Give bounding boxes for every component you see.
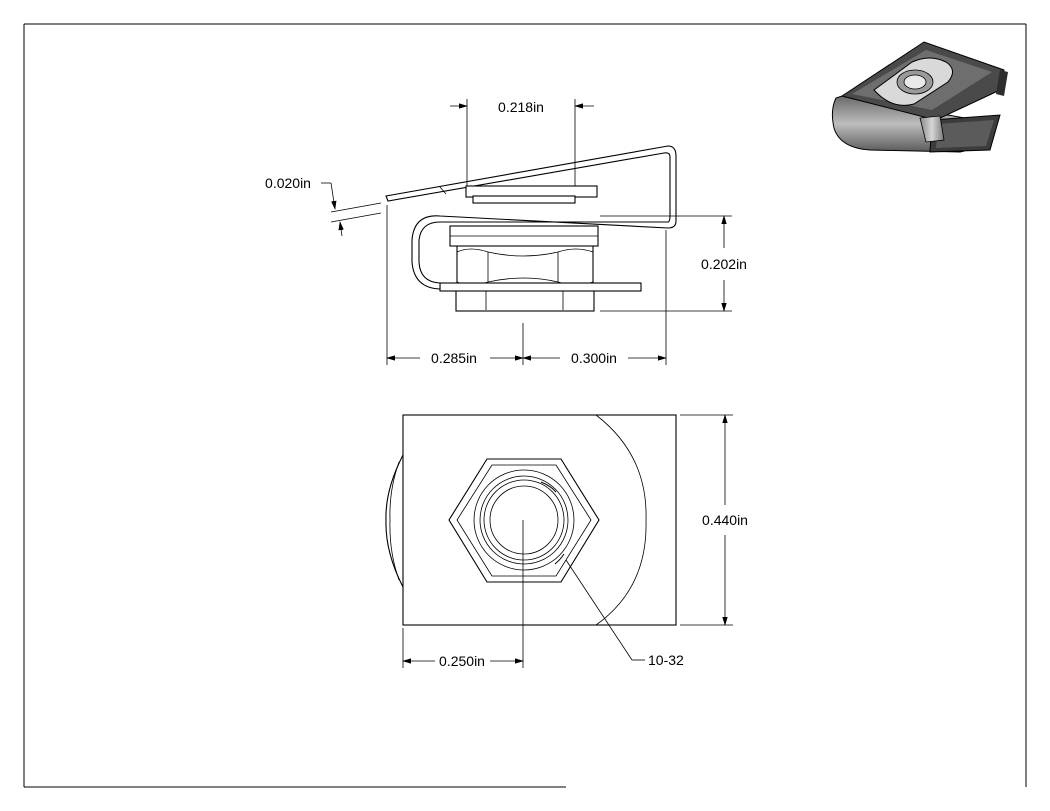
dim-label-right-length: 0.300in — [571, 350, 617, 366]
dim-length: 0.285in 0.300in — [386, 205, 667, 366]
dim-label-thickness: 0.020in — [265, 175, 311, 191]
dim-width: 0.440in — [680, 414, 748, 626]
dim-offset: 0.250in — [402, 628, 524, 669]
dim-label-height: 0.202in — [701, 256, 747, 272]
thread-callout: 10-32 — [565, 559, 684, 668]
dim-height: 0.202in — [600, 215, 747, 312]
side-view — [385, 145, 677, 312]
sheet-frame — [23, 23, 1027, 788]
thread-callout-label: 10-32 — [648, 652, 684, 668]
isometric-view — [831, 41, 1008, 153]
top-view — [385, 414, 677, 668]
dim-label-left-length: 0.285in — [431, 350, 477, 366]
dim-label-hole-width: 0.218in — [498, 99, 544, 115]
dim-thickness: 0.020in — [265, 175, 382, 237]
dim-label-width: 0.440in — [702, 512, 748, 528]
dim-hole-width: 0.218in — [450, 99, 594, 186]
dim-label-offset: 0.250in — [439, 653, 485, 669]
